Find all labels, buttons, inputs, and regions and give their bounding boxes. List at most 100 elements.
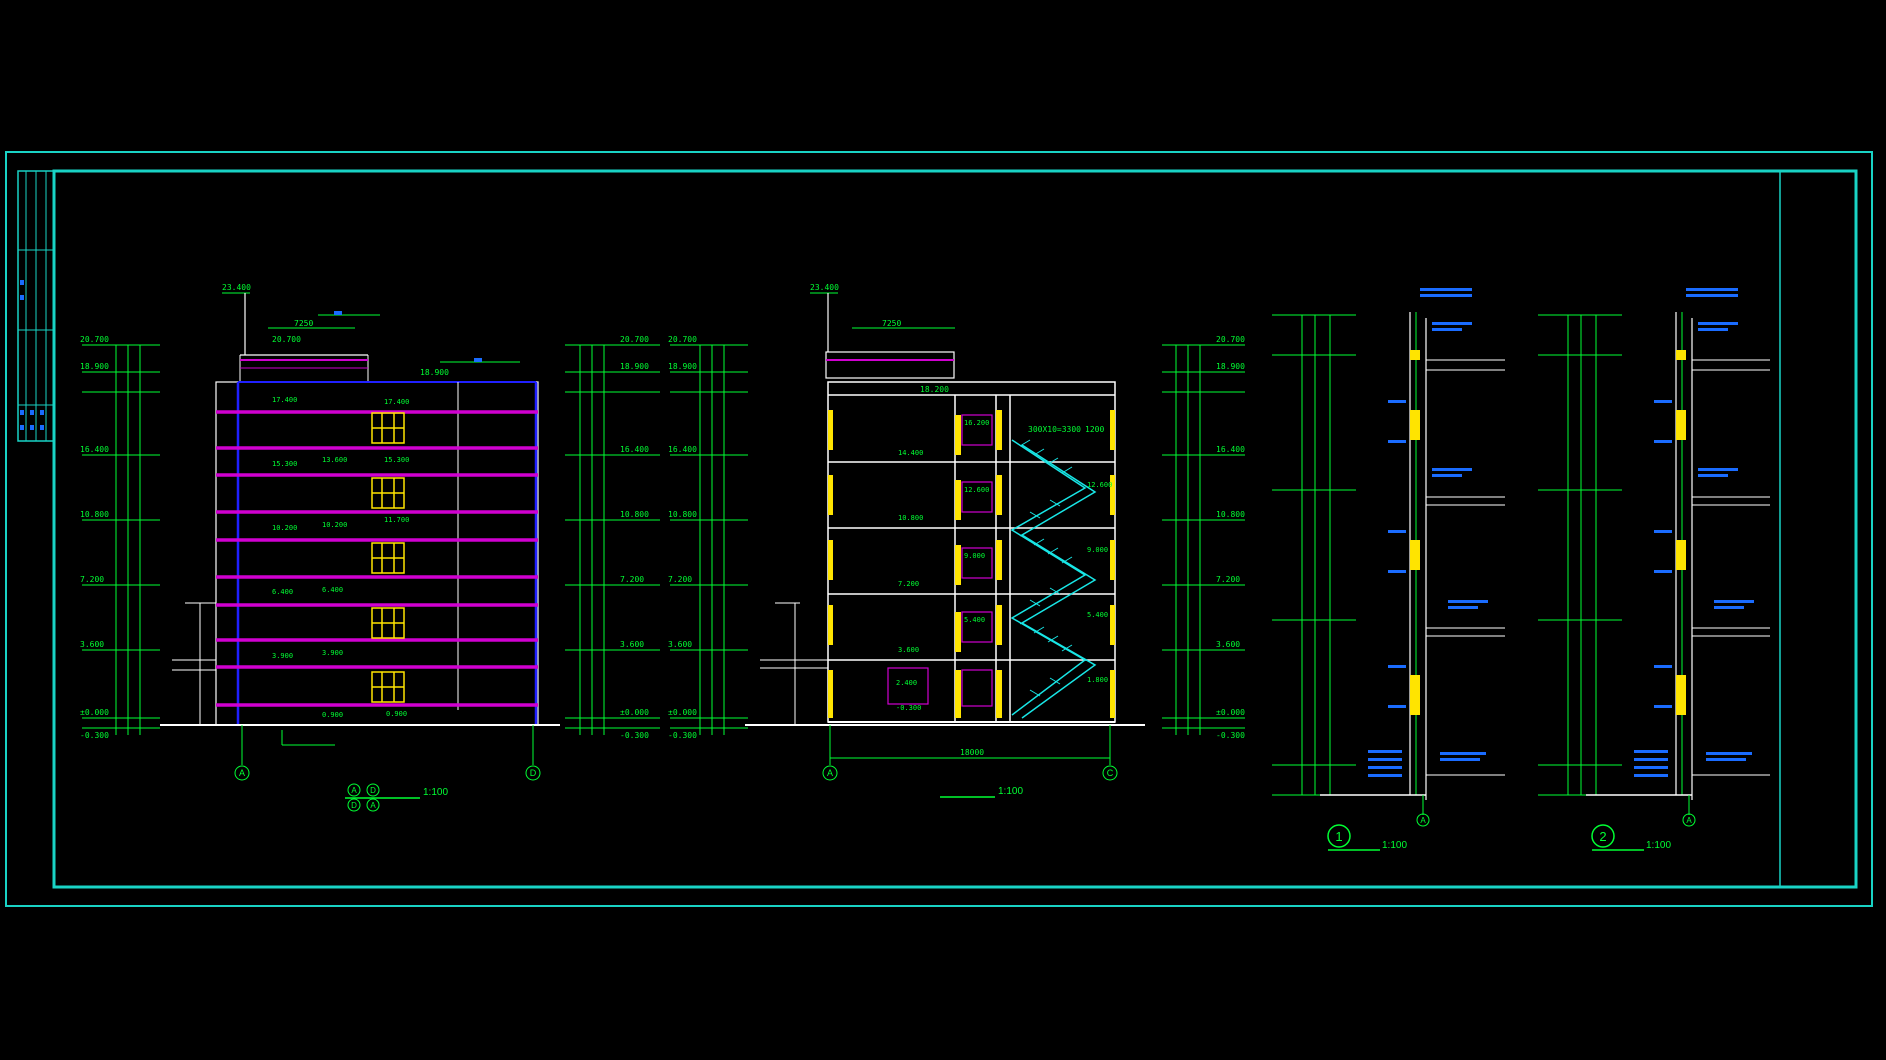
- stair-dimension-2: 1200: [1085, 425, 1104, 434]
- wall-detail-1: A 1 1:100: [1272, 288, 1505, 851]
- level-label: 3.600: [668, 640, 692, 649]
- width-dimension: 7250: [294, 319, 313, 328]
- parapet-level: 20.700: [272, 335, 301, 344]
- level-label: ±0.000: [668, 708, 697, 717]
- section-entrance: [760, 602, 828, 725]
- landing-level-label: 12.600: [1087, 481, 1112, 489]
- elevation-floor-slabs: [216, 410, 538, 707]
- floor-level-label: 3.600: [898, 646, 919, 654]
- wall-detail-2-axis: [1682, 795, 1696, 827]
- section-right-dimension-chain: [1162, 344, 1245, 735]
- section-left-level-labels: 20.700 18.900 16.400 10.800 7.200 3.600 …: [668, 335, 697, 740]
- elevation-scale: 1:100: [423, 787, 448, 798]
- landing-level-label: 5.400: [1087, 611, 1108, 619]
- axis-label-d: D: [530, 768, 537, 778]
- level-label: 18.900: [1216, 362, 1245, 371]
- level-label: ±0.000: [80, 708, 109, 717]
- floor-level-label: 2.400: [896, 679, 917, 687]
- building-section-drawing: 20.700 18.900 16.400 10.800 7.200 3.600 …: [668, 283, 1245, 798]
- elevation-windows: [371, 412, 405, 703]
- roof-top-level: 23.400: [222, 283, 251, 292]
- elevation-axes: [234, 725, 541, 781]
- level-label: 16.400: [620, 445, 649, 454]
- section-roof-top-level: 23.400: [810, 283, 839, 292]
- section-left-dimension-chain: [670, 344, 748, 735]
- wall-detail-2-wall: [1586, 312, 1770, 800]
- window-3: [371, 542, 405, 574]
- level-label: 18.900: [668, 362, 697, 371]
- side-elevation-drawing: 20.700 18.900 16.400 10.800 7.200 3.600 …: [80, 283, 660, 812]
- landing-level-label: 16.200: [964, 419, 989, 427]
- title-block-marks: [20, 280, 44, 430]
- level-label: 16.400: [80, 445, 109, 454]
- window-2: [371, 477, 405, 509]
- floor-level-label: 10.800: [898, 514, 923, 522]
- floor-level-label: 15.300: [384, 456, 409, 464]
- level-label: 20.700: [1216, 335, 1245, 344]
- floor-level-label: 7.200: [898, 580, 919, 588]
- floor-level-label: 17.400: [384, 398, 409, 406]
- elevation-title: A D D A 1:100: [345, 783, 448, 812]
- elevation-right-dimension-chain: [565, 344, 660, 735]
- section-total-width: 18000: [960, 748, 984, 757]
- section-roof-level: 18.200: [920, 385, 949, 394]
- level-label: 18.900: [80, 362, 109, 371]
- floor-level-label: 11.700: [384, 516, 409, 524]
- floor-level-label: 15.300: [272, 460, 297, 468]
- level-label: 7.200: [620, 575, 644, 584]
- axis-label-a: A: [827, 768, 833, 778]
- floor-level-label: 13.600: [322, 456, 347, 464]
- level-label: -0.300: [620, 731, 649, 740]
- level-label: -0.300: [1216, 731, 1245, 740]
- drawing-frame: [5, 151, 1873, 907]
- wall-detail-2-notes: [1634, 288, 1754, 777]
- level-label: 20.700: [668, 335, 697, 344]
- level-label: 20.700: [620, 335, 649, 344]
- level-label: 3.600: [1216, 640, 1240, 649]
- level-label: 18.900: [620, 362, 649, 371]
- wall-detail-1-axis-label: A: [1420, 816, 1426, 825]
- top-floor-level: 18.900: [420, 368, 449, 377]
- floor-level-label: 6.400: [272, 588, 293, 596]
- floor-level-label: -0.300: [896, 704, 921, 712]
- elevation-roof-structure: [222, 292, 520, 382]
- window-1: [371, 412, 405, 444]
- floor-level-label: 3.900: [322, 649, 343, 657]
- level-label: 20.700: [80, 335, 109, 344]
- floor-level-label: 10.200: [322, 521, 347, 529]
- level-label: 3.600: [620, 640, 644, 649]
- level-label: 10.800: [80, 510, 109, 519]
- floor-level-label: 0.900: [322, 711, 343, 719]
- floor-level-label: 0.900: [386, 710, 407, 718]
- level-label: ±0.000: [1216, 708, 1245, 717]
- wall-detail-1-wall: [1320, 312, 1505, 800]
- section-axes: [822, 725, 1118, 781]
- detail-scale: 1:100: [1646, 840, 1671, 851]
- title-axis: D: [351, 801, 357, 810]
- floor-level-label: 10.200: [272, 524, 297, 532]
- wall-detail-1-dimension-chain: [1272, 314, 1356, 796]
- section-floor-level-labels: 14.400 10.800 7.200 3.600 2.400 -0.300: [896, 449, 923, 712]
- axis-label-a: A: [239, 768, 245, 778]
- floor-level-label: 14.400: [898, 449, 923, 457]
- elevation-floor-level-labels: 17.400 17.400 15.300 13.600 15.300 10.20…: [272, 396, 409, 719]
- title-axis: A: [351, 786, 357, 795]
- level-label: -0.300: [80, 731, 109, 740]
- level-label: ±0.000: [620, 708, 649, 717]
- section-landing-levels: 12.600 9.000 5.400 1.800 16.200 12.600 9…: [964, 419, 1112, 684]
- axis-label-c: C: [1107, 768, 1114, 778]
- floor-level-label: 6.400: [322, 586, 343, 594]
- stair-dimension: 300X10=3300: [1028, 425, 1081, 434]
- wall-detail-2-dimension-chain: [1538, 314, 1622, 796]
- level-label: 7.200: [668, 575, 692, 584]
- elevation-building-body: [215, 381, 539, 726]
- title-axis: A: [370, 801, 376, 810]
- section-stair: [1010, 439, 1097, 719]
- section-right-level-labels: 20.700 18.900 16.400 10.800 7.200 3.600 …: [1216, 335, 1245, 740]
- wall-detail-2-axis-label: A: [1686, 816, 1692, 825]
- elevation-left-level-labels: 20.700 18.900 16.400 10.800 7.200 3.600 …: [80, 335, 109, 740]
- section-title: 1:100: [940, 786, 1023, 798]
- section-scale: 1:100: [998, 786, 1023, 797]
- window-4: [371, 607, 405, 639]
